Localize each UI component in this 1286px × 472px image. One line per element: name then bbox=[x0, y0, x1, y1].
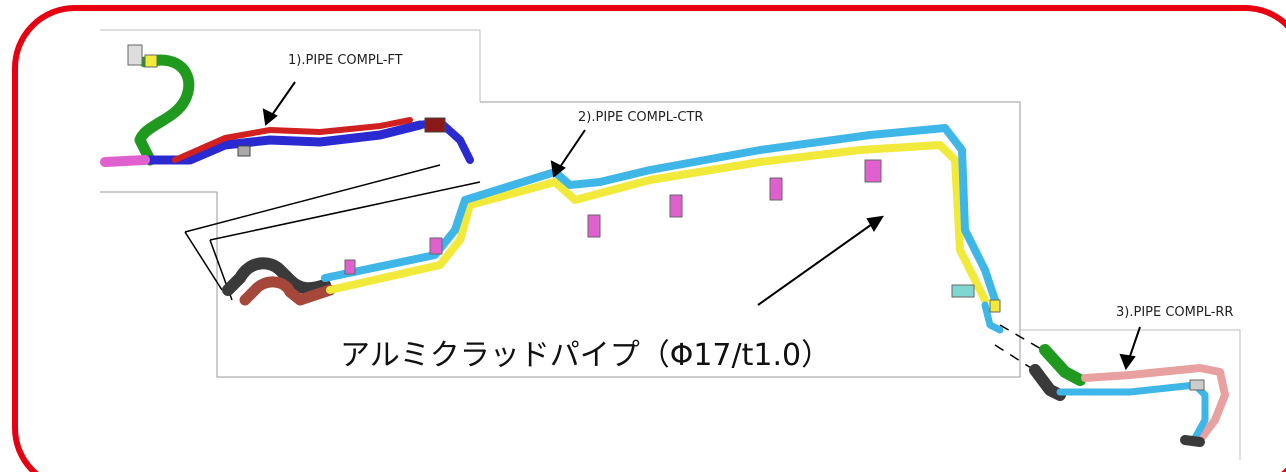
ctr-panel-box bbox=[100, 101, 1021, 378]
pipe-ctr bbox=[222, 124, 1004, 334]
callout-arrows bbox=[262, 81, 1141, 371]
pipe-rr bbox=[1029, 344, 1229, 447]
material-note: アルミクラッドパイプ（Φ17/t1.0） bbox=[340, 338, 831, 373]
label-pipe-rr: 3).PIPE COMPL-RR bbox=[1116, 305, 1233, 320]
label-pipe-ctr: 2).PIPE COMPL-CTR bbox=[578, 110, 703, 125]
label-pipe-ft: 1).PIPE COMPL-FT bbox=[288, 53, 403, 68]
outer-frame bbox=[12, 5, 1286, 472]
frame-gap bbox=[770, 460, 1080, 472]
rr-panel-box bbox=[1020, 329, 1241, 460]
ft-panel-box bbox=[100, 29, 481, 102]
pipe-ft bbox=[100, 44, 474, 167]
ft-ctr-connector-lines bbox=[184, 164, 481, 301]
